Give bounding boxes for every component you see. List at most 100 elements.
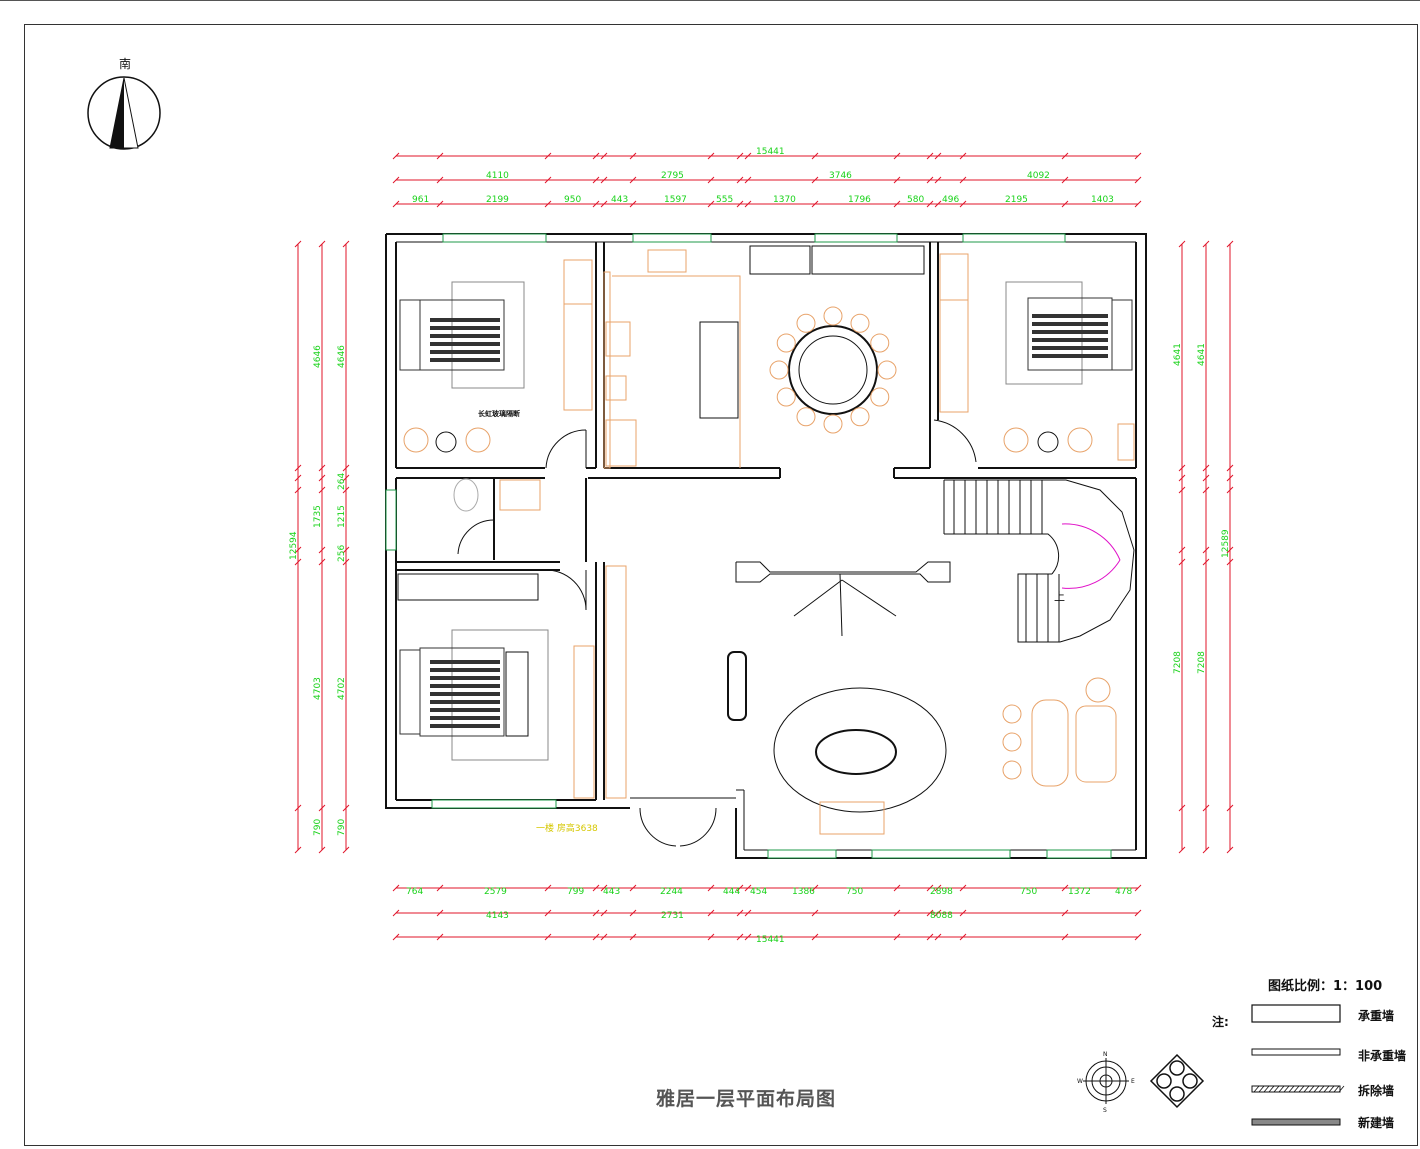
dining-chair xyxy=(850,313,870,333)
dim-bottom-detail: 2579 xyxy=(484,887,507,897)
dimension-tick xyxy=(392,200,400,208)
dimension-tick xyxy=(1061,909,1069,917)
dimension-tick xyxy=(1134,884,1142,892)
legend-new-wall: 新建墙 xyxy=(1358,1116,1395,1130)
dimension-tick xyxy=(959,884,967,892)
bed-stripe xyxy=(1032,322,1108,326)
bed-stripe xyxy=(430,350,500,354)
hatch-line xyxy=(1268,1085,1275,1093)
dimension-tick xyxy=(342,546,350,554)
dim-top-detail: 1370 xyxy=(773,195,796,205)
dimension-tick xyxy=(1178,846,1186,854)
bed-stripe xyxy=(1032,354,1108,358)
drawing-title: 雅居一层平面布局图 xyxy=(656,1088,837,1110)
dimension-tick xyxy=(592,152,600,160)
dimension-tick xyxy=(744,909,752,917)
hatch-line xyxy=(1278,1085,1285,1093)
closet-label: 长虹玻璃隔断 xyxy=(478,409,520,418)
dim-bottom-mid: 2731 xyxy=(661,911,684,921)
dimension-tick xyxy=(318,464,326,472)
dim-left-mid: 790 xyxy=(313,819,323,836)
dimension-tick xyxy=(1178,558,1186,566)
dimension-tick xyxy=(926,200,934,208)
windows xyxy=(385,233,1112,859)
dimension-tick xyxy=(1061,933,1069,941)
dim-top-detail: 1597 xyxy=(664,195,687,205)
hatch-line xyxy=(1328,1085,1335,1093)
dim-bottom-detail: 2244 xyxy=(660,887,683,897)
dimension-tick xyxy=(600,200,608,208)
dimension-tick xyxy=(1202,240,1210,248)
dimension-tick xyxy=(544,152,552,160)
dimension-tick xyxy=(294,546,302,554)
dimension-tick xyxy=(342,486,350,494)
dimension-tick xyxy=(629,176,637,184)
dimension-tick xyxy=(436,152,444,160)
dining-chair xyxy=(776,333,796,353)
dimension-tick xyxy=(893,200,901,208)
bed-stripe xyxy=(430,724,500,728)
dimension-tick xyxy=(893,176,901,184)
dim-bottom-detail: 750 xyxy=(846,887,863,897)
dimension-tick xyxy=(1202,474,1210,482)
dimension-tick xyxy=(629,884,637,892)
dimension-lines xyxy=(297,155,1231,938)
north-arrow-icon: 南 xyxy=(87,56,161,150)
dimension-tick xyxy=(342,464,350,472)
dining-chair xyxy=(823,306,843,326)
dimension-tick xyxy=(1226,240,1234,248)
dining-chair xyxy=(796,407,816,427)
dimension-tick xyxy=(1202,546,1210,554)
dim-top-detail: 2195 xyxy=(1005,195,1028,205)
dimension-tick xyxy=(707,884,715,892)
dim-left-mid: 4703 xyxy=(313,677,323,700)
dimension-tick xyxy=(1226,546,1234,554)
compass-s: S xyxy=(1103,1107,1107,1114)
legend-note: 注: xyxy=(1212,1015,1229,1029)
dimension-tick xyxy=(744,176,752,184)
hatch-line xyxy=(1308,1085,1315,1093)
dim-top-detail: 555 xyxy=(716,195,733,205)
hatch-line xyxy=(1263,1085,1270,1093)
dimension-tick xyxy=(318,804,326,812)
hatch-line xyxy=(1293,1085,1300,1093)
dimension-tick xyxy=(1061,884,1069,892)
dimension-tick xyxy=(629,200,637,208)
dimension-tick xyxy=(1134,200,1142,208)
dimension-tick xyxy=(1226,474,1234,482)
dining-chair xyxy=(823,414,843,434)
dimension-tick xyxy=(629,152,637,160)
hatch-line xyxy=(1258,1085,1265,1093)
dimension-tick xyxy=(592,933,600,941)
dimension-tick xyxy=(926,152,934,160)
scale-label: 图纸比例：1：100 xyxy=(1268,979,1383,994)
dim-right-outer: 12589 xyxy=(1221,529,1231,558)
dimension-tick xyxy=(600,933,608,941)
dimension-tick xyxy=(707,152,715,160)
dimension-tick xyxy=(811,200,819,208)
dimension-tick xyxy=(934,933,942,941)
dimension-tick xyxy=(1202,486,1210,494)
dimension-tick xyxy=(1226,464,1234,472)
dimension-tick xyxy=(707,200,715,208)
bed-stripe xyxy=(1032,338,1108,342)
legend-demolished-wall: 拆除墙 xyxy=(1358,1084,1395,1098)
dimension-tick xyxy=(811,884,819,892)
dim-bottom-total: 15441 xyxy=(756,935,785,945)
dimension-tick xyxy=(707,176,715,184)
dimension-tick xyxy=(744,152,752,160)
dim-right-mid: 4641 xyxy=(1197,343,1207,366)
bed-stripe xyxy=(430,716,500,720)
dimension-tick xyxy=(600,152,608,160)
dim-bottom-detail: 454 xyxy=(750,887,767,897)
legend-hatch xyxy=(1253,1085,1345,1093)
dimension-tick xyxy=(392,152,400,160)
dim-top-mid: 3746 xyxy=(829,171,852,181)
dining-chairs xyxy=(769,306,897,434)
dimension-tick xyxy=(934,176,942,184)
dim-bottom-detail: 764 xyxy=(406,887,423,897)
dimension-tick xyxy=(318,546,326,554)
dimension-tick xyxy=(707,933,715,941)
dimension-tick xyxy=(934,200,942,208)
